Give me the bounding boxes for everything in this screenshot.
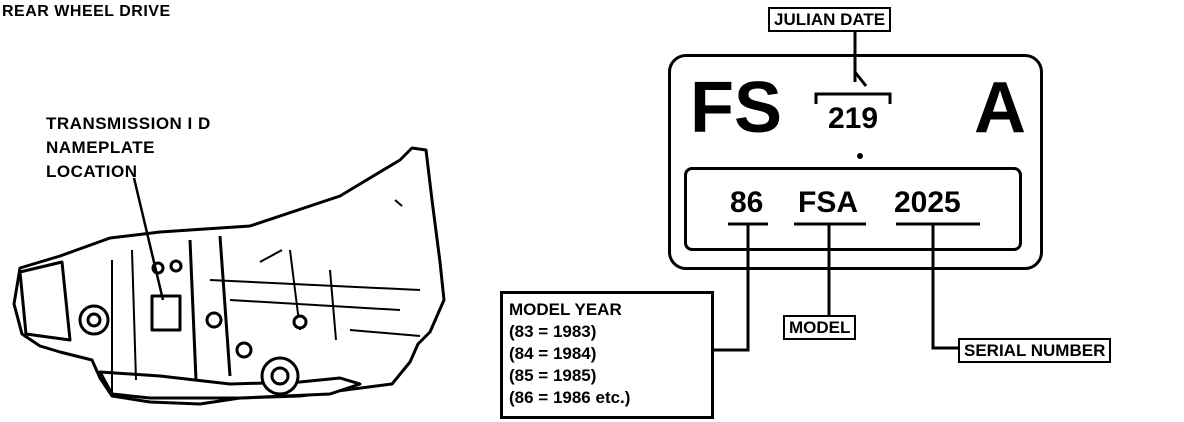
diagram-title: REAR WHEEL DRIVE <box>2 3 171 20</box>
serial-number-callout: SERIAL NUMBER <box>958 338 1112 363</box>
plate-serial-code: 2025 <box>894 186 961 219</box>
plate-julian-value: 219 <box>828 102 879 135</box>
transmission-label-line: LOCATION <box>46 162 138 181</box>
plate-suffix-code: A <box>974 68 1026 148</box>
id-nameplate-code-panel <box>684 167 1022 251</box>
model-year-line: (83 = 1983) <box>509 322 597 341</box>
transmission-label-line: NAMEPLATE <box>46 138 156 157</box>
model-callout: MODEL <box>783 315 857 340</box>
transmission-illustration <box>12 146 446 406</box>
model-year-heading: MODEL YEAR <box>509 300 622 319</box>
id-nameplate <box>668 54 1043 270</box>
transmission-label-line: TRANSMISSION I D <box>46 114 211 133</box>
model-year-line: (85 = 1985) <box>509 366 597 385</box>
model-year-legend: MODEL YEAR (83 = 1983) (84 = 1984) (85 =… <box>500 291 714 419</box>
plate-prefix-code: FS <box>690 68 783 148</box>
transmission-id-label: TRANSMISSION I D NAMEPLATE LOCATION <box>46 112 211 184</box>
plate-model-code: FSA <box>798 186 858 219</box>
julian-date-callout: JULIAN DATE <box>768 7 892 32</box>
model-year-line: (86 = 1986 etc.) <box>509 388 631 407</box>
model-year-line: (84 = 1984) <box>509 344 597 363</box>
plate-year-code: 86 <box>730 186 764 219</box>
